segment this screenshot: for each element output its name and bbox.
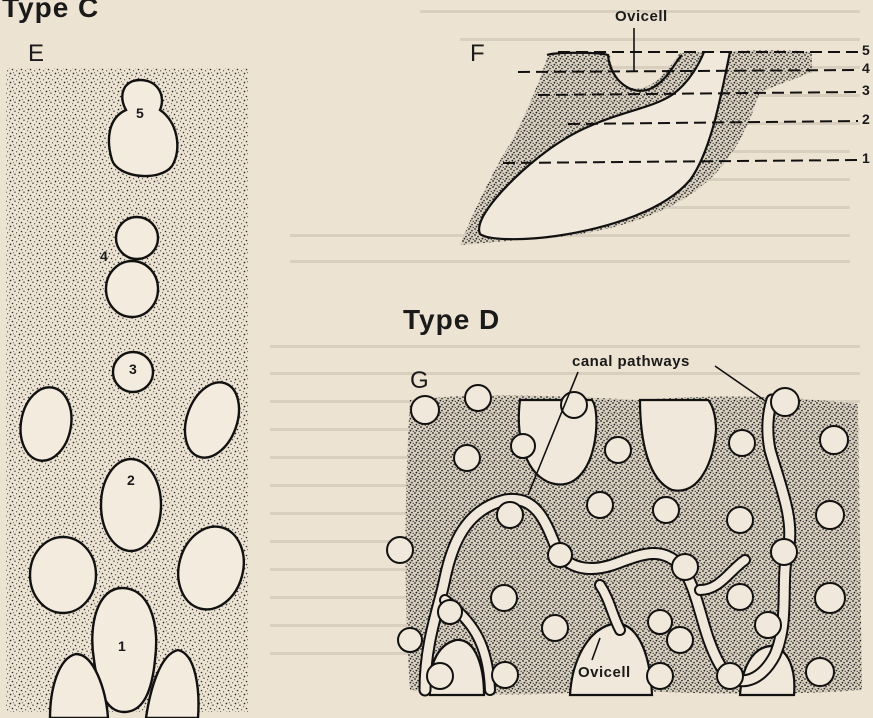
level-number-4: 4 — [862, 60, 870, 76]
canal-pathways-label: canal pathways — [572, 353, 690, 370]
level-number-3: 3 — [862, 82, 870, 98]
zooid-number-5: 5 — [136, 105, 144, 121]
panel-f-label: F — [470, 40, 485, 68]
panel-e-diagram — [6, 68, 253, 718]
zooid-4-upper — [116, 217, 158, 259]
type-d-heading: Type D — [403, 304, 500, 336]
panel-e-label: E — [28, 40, 44, 68]
level-number-5: 5 — [862, 42, 870, 58]
panel-g-label: G — [410, 367, 429, 395]
zooid-4-lower — [106, 261, 158, 317]
level-number-1: 1 — [862, 150, 870, 166]
ovicell-label-f: Ovicell — [615, 8, 668, 25]
ovicell-label-g: Ovicell — [578, 664, 631, 681]
panel-f-diagram — [460, 28, 858, 245]
zooid-number-2: 2 — [127, 472, 135, 488]
level-number-2: 2 — [862, 111, 870, 127]
zooid-number-4: 4 — [100, 248, 108, 264]
type-c-heading: Type C — [2, 0, 99, 24]
canal-leader-right — [715, 366, 764, 400]
panel-g-diagram — [387, 366, 862, 695]
lower-zooid-left — [30, 537, 96, 613]
zooid-number-3: 3 — [129, 361, 137, 377]
zooid-number-1: 1 — [118, 638, 126, 654]
